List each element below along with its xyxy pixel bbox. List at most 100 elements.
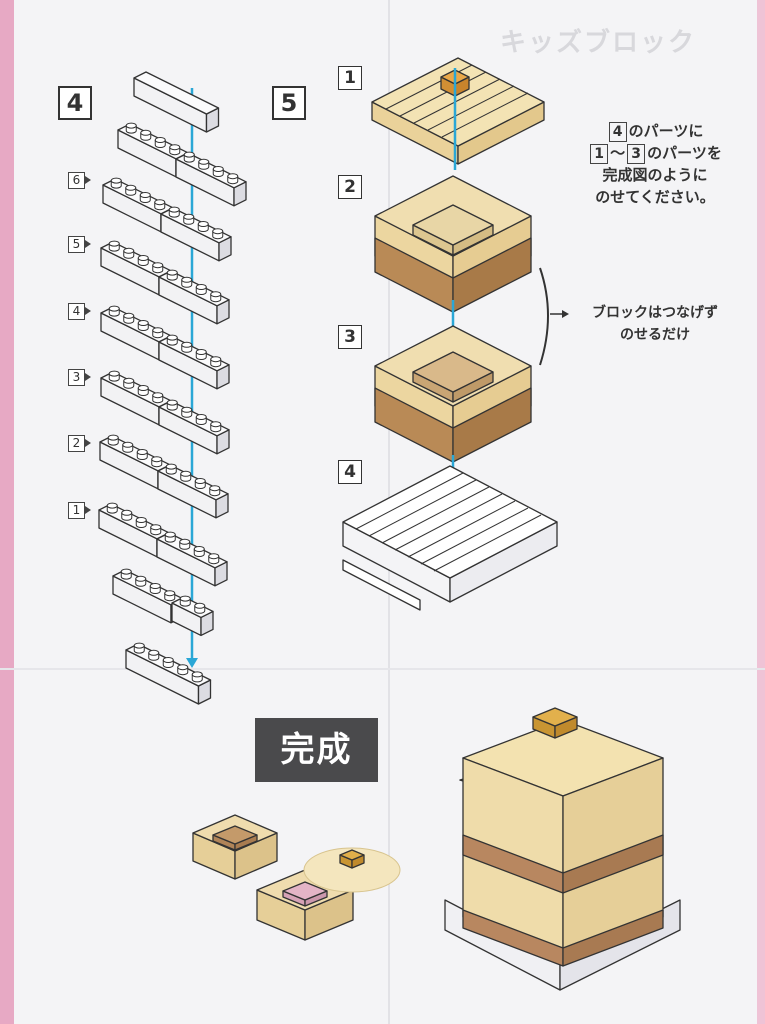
stud-top <box>148 649 160 656</box>
plank-line <box>355 472 464 530</box>
stud-top <box>181 341 193 348</box>
stud-top <box>162 657 174 663</box>
stud-top <box>195 349 207 355</box>
stud-top <box>149 583 161 589</box>
bracket <box>539 267 549 366</box>
brick-top <box>133 71 220 115</box>
stud-top <box>133 642 145 649</box>
substep-4: 4 <box>68 303 91 320</box>
step-4-label: 4 <box>58 86 92 120</box>
stud-top <box>212 228 224 235</box>
stud-top <box>183 213 195 220</box>
stud-top <box>183 151 195 158</box>
stud-top <box>198 158 210 165</box>
stud-top <box>165 463 177 470</box>
stud-top <box>151 456 163 463</box>
layer-4-top <box>342 465 558 579</box>
stud-top <box>169 144 181 151</box>
stud-top <box>166 269 178 276</box>
plank-line <box>420 507 529 565</box>
stud-top <box>140 129 152 136</box>
stud-top <box>191 671 203 678</box>
plank-line <box>381 486 490 544</box>
stud-top <box>108 370 120 377</box>
instruction-line: のパーツを <box>647 144 722 162</box>
stud-top <box>135 517 147 523</box>
mini-lid <box>303 847 401 893</box>
stud-top <box>139 192 151 198</box>
stud-top <box>125 184 137 191</box>
plank-line <box>433 514 542 572</box>
stud-top <box>194 602 206 609</box>
stud-top <box>152 262 164 269</box>
page-edge-right <box>757 0 765 1024</box>
stud-top <box>152 327 164 334</box>
stud-top <box>209 485 221 492</box>
note-line: のせるだけ <box>620 327 690 343</box>
stud-top <box>197 221 209 227</box>
stud-top <box>195 284 207 290</box>
page-edge <box>0 0 14 1024</box>
stud-top <box>212 166 224 172</box>
stud-top <box>166 334 178 341</box>
stud-top <box>210 421 222 428</box>
layer-3-base-right <box>452 387 532 463</box>
part-4-label: 4 <box>338 460 362 484</box>
stud-top <box>195 414 207 420</box>
substep-3: 3 <box>68 369 91 386</box>
part-3-label: 3 <box>338 325 362 349</box>
arrow-right-icon <box>562 310 569 318</box>
part-2-label: 2 <box>338 175 362 199</box>
plank-line <box>413 78 501 124</box>
stud-top <box>135 575 147 582</box>
stack-note: ブロックはつなげず のせるだけ <box>565 302 745 346</box>
tilde: ～ <box>610 144 626 162</box>
stud-top <box>154 137 166 143</box>
substep-1: 1 <box>68 502 91 519</box>
stud-top <box>120 568 132 575</box>
stud-top <box>166 399 178 406</box>
stud-top <box>137 255 149 261</box>
fold-line <box>0 668 765 670</box>
note-line: ブロックはつなげず <box>592 305 718 321</box>
mini-lid-topping-top <box>339 849 365 861</box>
instruction-line: 完成図のように <box>602 166 708 184</box>
finished-label: 完成 <box>255 718 378 782</box>
stud-top <box>168 206 180 213</box>
stud-top <box>123 377 135 384</box>
part-ref: 3 <box>627 144 646 164</box>
layer-2-well-top <box>412 204 494 246</box>
tower-brown-right <box>562 909 664 967</box>
stud-top <box>227 173 239 180</box>
tower-brown-right <box>562 834 664 894</box>
arrow-head-icon <box>186 658 198 668</box>
show-through-title: キッズブロック <box>500 28 697 58</box>
substep-2: 2 <box>68 435 91 452</box>
stud-top <box>177 664 189 671</box>
stud-top <box>179 538 191 545</box>
stud-top <box>179 595 191 602</box>
part-ref: 1 <box>590 144 609 164</box>
instruction-line: のせてください。 <box>595 188 715 206</box>
stud-top <box>180 470 192 477</box>
layer-3-well-top <box>412 351 494 393</box>
stud-top <box>136 449 148 455</box>
stud-top <box>137 320 149 326</box>
stud-top <box>152 392 164 399</box>
stud-top <box>210 291 222 298</box>
stud-top <box>110 177 122 184</box>
plank-line <box>441 92 529 138</box>
stud-top <box>208 553 220 560</box>
stud-top <box>121 509 133 516</box>
tower-topping-top <box>532 707 578 727</box>
stud-top <box>108 240 120 247</box>
plank-line <box>407 500 516 558</box>
stud-top <box>106 502 118 509</box>
substep-5: 5 <box>68 236 91 253</box>
stud-top <box>193 546 205 552</box>
stud-top <box>164 531 176 538</box>
stud-top <box>164 590 176 597</box>
plank-line <box>427 85 515 131</box>
